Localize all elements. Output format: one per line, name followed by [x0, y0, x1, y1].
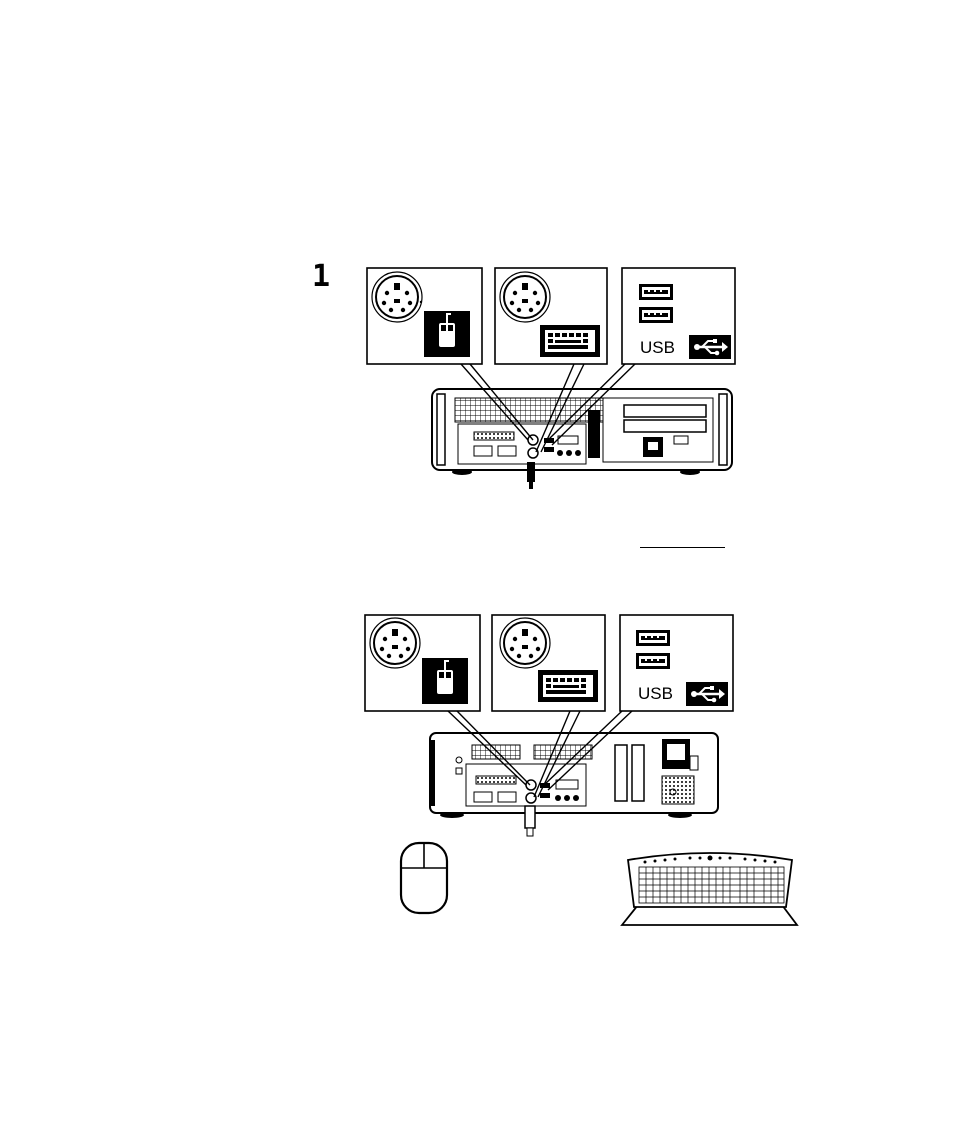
usb-symbol-icon: [686, 682, 728, 706]
mouse-icon: [422, 658, 468, 704]
ps2-mouse-port-callout: [365, 615, 480, 711]
usb-port-icon: [636, 653, 670, 669]
usb-label: USB: [638, 684, 673, 704]
keyboard-icon: [538, 670, 598, 702]
ps2-keyboard-port-callout: [492, 615, 605, 711]
mini-tower-computer-back-icon: [430, 733, 718, 836]
ps2-port-icon: [370, 618, 420, 668]
usb-port-callout: [620, 615, 733, 711]
usb-port-icon: [636, 630, 670, 646]
ps2-port-icon: [500, 618, 550, 668]
keyboard-device-icon: [622, 853, 797, 925]
mouse-device-icon: [401, 843, 447, 913]
